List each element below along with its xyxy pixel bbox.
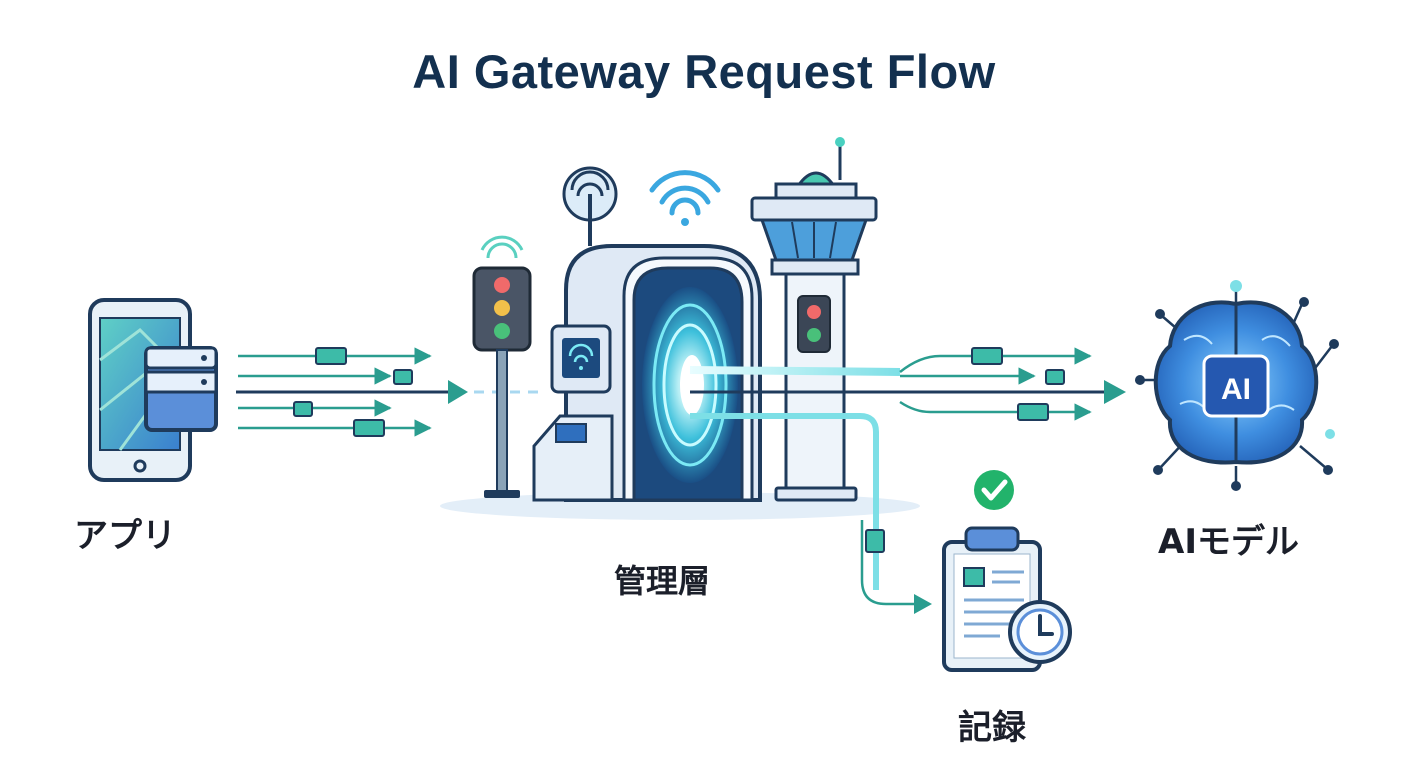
server-icon — [144, 346, 218, 432]
main-arrowhead-out — [1104, 380, 1126, 404]
request-packets-in — [293, 347, 413, 437]
label-log: 記録 — [958, 708, 1026, 748]
antenna-icon — [562, 166, 618, 246]
check-icon — [974, 470, 1014, 510]
brain-icon: AI — [1135, 280, 1339, 491]
request-packets-out — [971, 347, 1065, 421]
label-app: アプリ — [74, 516, 176, 556]
main-arrowhead-in — [448, 380, 468, 404]
keypad-icon — [532, 324, 614, 502]
log-branch — [690, 413, 932, 614]
clipboard-icon — [942, 526, 1042, 672]
diagram-title: AI Gateway Request Flow — [412, 45, 996, 98]
label-management-layer: 管理層 — [614, 562, 711, 600]
wifi-icon — [649, 170, 721, 226]
outgoing-beams — [689, 347, 1126, 421]
control-tower-icon — [750, 137, 878, 502]
label-ai-model: AIモデル — [1158, 522, 1299, 562]
incoming-requests — [236, 347, 462, 437]
ai-badge-text: AI — [1221, 373, 1251, 406]
traffic-light-icon — [472, 235, 532, 498]
clock-icon — [1008, 600, 1072, 664]
gateway-portal-icon — [564, 244, 762, 502]
